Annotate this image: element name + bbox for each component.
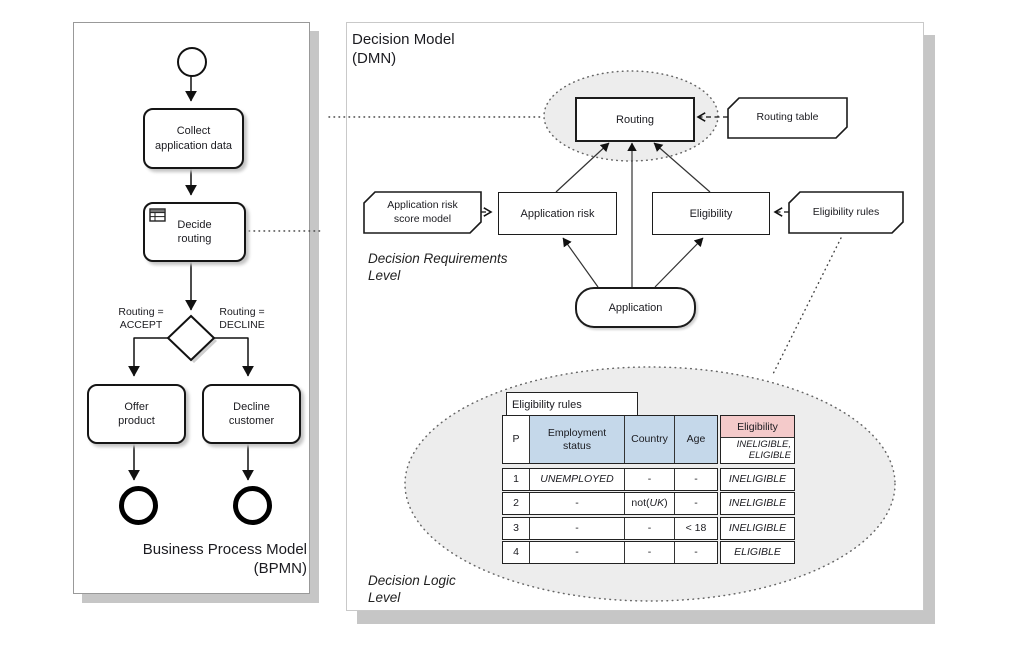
- table-row-output: INELIGIBLE: [720, 468, 795, 491]
- table-row-inputs: 3 - - < 18: [502, 517, 718, 540]
- header-cell-employment: Employment status: [529, 416, 624, 463]
- rule-number: 1: [503, 469, 529, 490]
- table-row-output: ELIGIBLE: [720, 541, 795, 564]
- cell-output: ELIGIBLE: [721, 542, 794, 563]
- task-offer-product: Offer product: [87, 384, 186, 444]
- decision-table-header-inputs: P Employment status Country Age: [502, 415, 718, 464]
- gateway-label-accept: Routing = ACCEPT: [118, 306, 164, 331]
- bkm-eligibility-rules-label: Eligibility rules: [812, 205, 880, 218]
- business-rule-task-icon: [149, 208, 166, 222]
- gateway-diamond: [166, 314, 217, 363]
- cell-employment: -: [529, 493, 624, 514]
- cell-country: -: [624, 469, 674, 490]
- header-cell-eligibility: Eligibility: [721, 416, 794, 438]
- task-collect-application-data: Collect application data: [143, 108, 244, 169]
- table-row-inputs: 2 - not(UK) -: [502, 492, 718, 515]
- cell-country: -: [624, 518, 674, 539]
- header-cell-p: P: [503, 416, 529, 463]
- cell-age: -: [674, 493, 717, 514]
- decision-label: Eligibility: [689, 207, 733, 220]
- rule-number: 4: [503, 542, 529, 563]
- task-label: Offer product: [118, 400, 155, 427]
- bkm-shape-eligibility-rules: [788, 191, 904, 234]
- decision-table-tab-label: Eligibility rules: [512, 398, 582, 411]
- bpmn-start-event: [177, 47, 207, 77]
- decision-label: Routing: [616, 113, 654, 126]
- header-cell-age: Age: [674, 416, 717, 463]
- task-label: Decide routing: [177, 218, 212, 245]
- input-data-label: Application: [608, 301, 663, 314]
- bpmn-end-event-left: [119, 486, 158, 525]
- header-cell-output-values: INELIGIBLE, ELIGIBLE: [736, 438, 791, 461]
- task-label: Collect application data: [154, 125, 233, 152]
- bkm-risk-score-model-label: Application risk score model: [387, 199, 458, 225]
- bkm-shapes: [363, 97, 904, 234]
- cell-age: -: [674, 469, 717, 490]
- bpmn-end-event-right: [233, 486, 272, 525]
- dmn-panel-title: Decision Model (DMN): [352, 31, 455, 67]
- table-row-output: INELIGIBLE: [720, 492, 795, 515]
- cell-age: -: [674, 542, 717, 563]
- decision-requirements-level-label: Decision Requirements Level: [368, 251, 508, 283]
- cell-output: INELIGIBLE: [721, 469, 794, 490]
- decision-table-header-output: Eligibility INELIGIBLE, ELIGIBLE: [720, 415, 795, 464]
- task-decline-customer: Decline customer: [202, 384, 301, 444]
- gateway-label-decline: Routing = DECLINE: [219, 306, 265, 331]
- dmn-knowledge-arrows: [481, 112, 789, 217]
- bkm-routing-table-label: Routing table: [756, 111, 819, 124]
- cell-country: not(UK): [624, 493, 674, 514]
- task-label: Decline customer: [228, 400, 275, 427]
- cell-employment: -: [529, 542, 624, 563]
- table-row-inputs: 4 - - -: [502, 541, 718, 564]
- decision-label: Application risk: [520, 207, 595, 220]
- table-row-output: INELIGIBLE: [720, 517, 795, 540]
- bkm-shape-risk-score-model: [363, 191, 482, 234]
- rule-number: 2: [503, 493, 529, 514]
- bpmn-panel-title: Business Process Model (BPMN): [142, 541, 307, 577]
- bkm-shape-routing-table: [727, 97, 848, 139]
- cell-age: < 18: [674, 518, 717, 539]
- dotted-associations: [243, 116, 842, 377]
- table-row-inputs: 1 UNEMPLOYED - -: [502, 468, 718, 491]
- decision-table-tab: Eligibility rules: [506, 392, 638, 417]
- bpmn-flow-arrows: [128, 76, 254, 481]
- cell-employment: UNEMPLOYED: [529, 469, 624, 490]
- decision-logic-level-label: Decision Logic Level: [368, 573, 456, 605]
- decision-application-risk: Application risk: [498, 192, 617, 235]
- decision-eligibility: Eligibility: [652, 192, 770, 235]
- cell-output: INELIGIBLE: [721, 493, 794, 514]
- decision-routing: Routing: [575, 97, 695, 142]
- rule-number: 3: [503, 518, 529, 539]
- dmn-requirement-arrows: [555, 142, 711, 288]
- cell-country: -: [624, 542, 674, 563]
- cell-output: INELIGIBLE: [721, 518, 794, 539]
- input-data-application: Application: [575, 287, 696, 328]
- header-cell-country: Country: [624, 416, 674, 463]
- cell-employment: -: [529, 518, 624, 539]
